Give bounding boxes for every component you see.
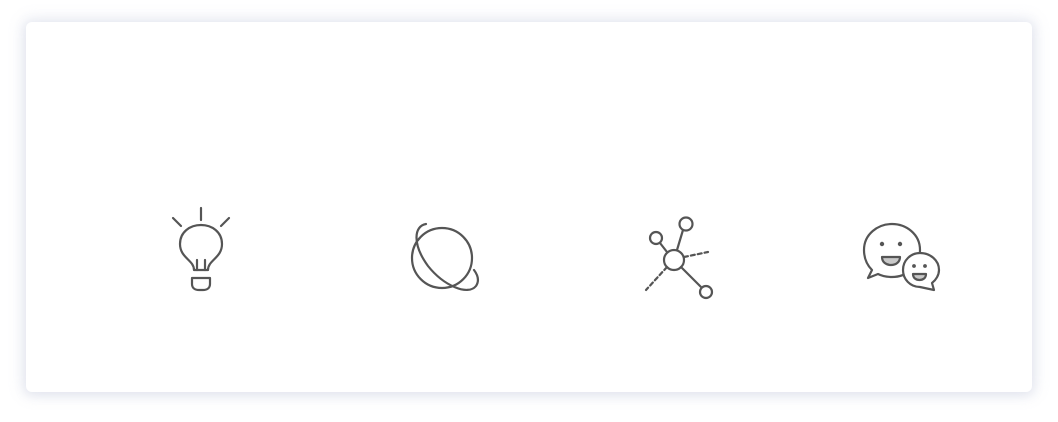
- network-nodes-icon[interactable]: [630, 194, 730, 304]
- planet-icon[interactable]: [394, 194, 494, 304]
- lightbulb-icon[interactable]: [150, 194, 250, 304]
- chat-bubbles-icon[interactable]: [852, 194, 952, 304]
- icon-showcase-card: [26, 22, 1032, 392]
